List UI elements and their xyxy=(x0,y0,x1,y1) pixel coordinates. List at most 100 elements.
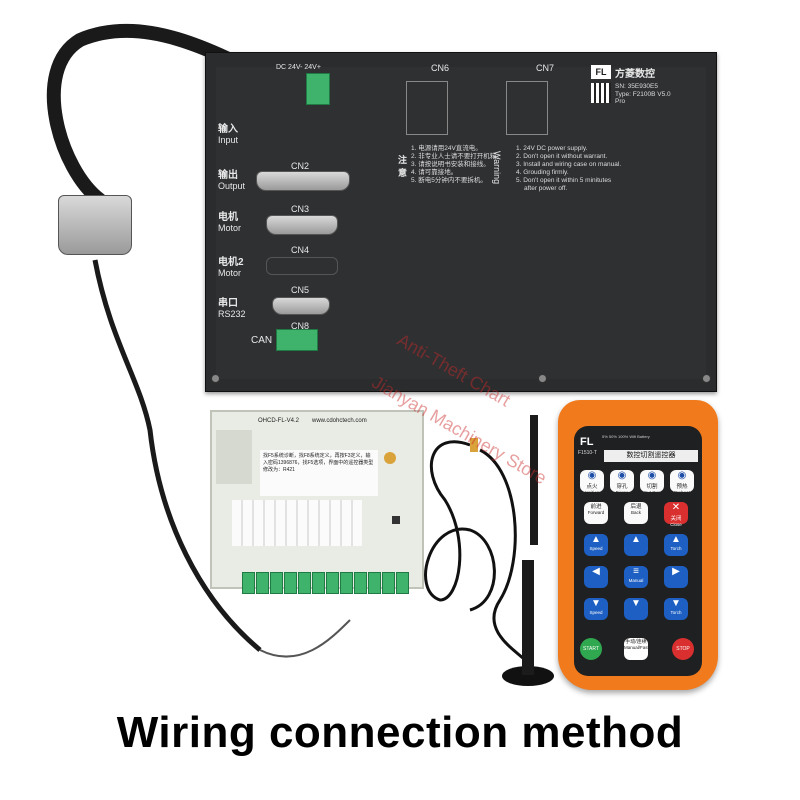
cn2-db25-port[interactable] xyxy=(256,171,350,191)
remote-button[interactable]: ▼Speed xyxy=(584,598,608,620)
remote-button-glyph: ▼ xyxy=(671,598,681,609)
brand-text: 方菱数控 xyxy=(615,69,655,80)
cn6-terminal-labels xyxy=(406,81,448,135)
remote-button-label-en: Forward xyxy=(587,510,605,515)
antenna-connector[interactable] xyxy=(384,452,396,464)
remote-button-glyph: ▶ xyxy=(672,566,680,577)
remote-status-leds: 5% 50% 100% Wifi Battery xyxy=(602,434,650,439)
remote-button-glyph: ▲ xyxy=(671,534,681,545)
remote-logo: FL xyxy=(580,436,594,448)
board-instruction-sticker: 找F5系统诊断，找F8系统定义，再按F3定义，输入密码1396876，找F5选项… xyxy=(260,450,378,496)
stop-button[interactable]: STOP xyxy=(672,638,694,660)
remote-button-label-en: Preheat xyxy=(674,490,690,495)
remote-button-glyph: ◉ xyxy=(617,470,627,481)
remote-button-glyph: ▼ xyxy=(631,598,641,609)
remote-button-glyph: ≡ xyxy=(633,566,639,577)
remote-button-label: 点火 xyxy=(586,484,598,490)
remote-button[interactable]: ▲Speed xyxy=(584,534,608,556)
qr-code-icon xyxy=(591,83,611,103)
remote-button-label-en: Manual xyxy=(628,578,644,583)
remote-button[interactable]: ▶ xyxy=(664,566,688,588)
cn5-db9-port[interactable] xyxy=(272,297,330,315)
remote-button-label: 后退 xyxy=(630,504,642,510)
model-type: Type: F2100B V5.0 xyxy=(615,91,671,98)
manual-fast-button[interactable]: 手动/连续 Manual/Fast xyxy=(624,638,649,660)
caption-title: Wiring connection method xyxy=(116,708,684,757)
remote-button-label-en: Close xyxy=(670,522,682,527)
remote-button-label-en: Pierce xyxy=(615,490,629,495)
screw-icon xyxy=(211,374,220,383)
remote-button-glyph: ✕ xyxy=(671,502,681,513)
screw-icon xyxy=(538,374,547,383)
can-label: CAN xyxy=(251,335,273,346)
remote-button-label: 前进 xyxy=(590,504,602,510)
port-cn6-label: CN6 xyxy=(431,63,450,73)
remote-button-glyph: ◉ xyxy=(677,470,687,481)
board-website: www.cdohctech.com xyxy=(312,418,367,424)
remote-button-glyph: ◉ xyxy=(587,470,597,481)
remote-button-label-en: Speed xyxy=(589,546,603,551)
remote-button-label: 预热 xyxy=(676,484,688,490)
board-bottom-terminals xyxy=(242,572,409,594)
remote-button[interactable]: ▲Torch xyxy=(664,534,688,556)
dc-terminal-block[interactable] xyxy=(306,73,330,105)
remote-button-label: 关闭 xyxy=(670,516,682,522)
board-reset-button[interactable] xyxy=(392,516,400,524)
port-cn4-label: CN4 xyxy=(291,245,310,255)
screw-icon xyxy=(702,374,711,383)
port-cn2-label: CN2 xyxy=(291,161,310,171)
remote-button[interactable]: ◀ xyxy=(584,566,608,588)
remote-button-label-en: Torch xyxy=(670,610,682,615)
cn4-blank-port xyxy=(266,257,338,275)
board-instruction-text: 找F5系统诊断，找F8系统定义，再按F3定义，输入密码1396876，找F5选项… xyxy=(263,453,374,473)
remote-button-glyph: ▲ xyxy=(631,534,641,545)
remote-button[interactable]: ▼Torch xyxy=(664,598,688,620)
remote-button-glyph: ◉ xyxy=(647,470,657,481)
warning-en-list: 1. 24V DC power supply. 2. Don't open it… xyxy=(516,145,622,192)
cnc-controller-panel: DC 24V- 24V+ CN6 CN7 FL 方菱数控 SN: 35E930E… xyxy=(205,52,717,392)
port-cn7-label: CN7 xyxy=(536,63,555,73)
serial-number: SN: 35E930E5 xyxy=(615,83,659,90)
remote-button-label-en: Speed xyxy=(589,610,603,615)
cn3-db15-port[interactable] xyxy=(266,215,338,235)
remote-button[interactable]: ≡Manual xyxy=(624,566,648,588)
relay-interface-board: OHCD-FL-V4.2 www.cdohctech.com 找F5系统诊断，找… xyxy=(210,410,424,594)
dc-power-label: DC 24V- 24V+ xyxy=(276,64,321,71)
board-model-label: OHCD-FL-V4.2 xyxy=(258,418,300,424)
cn8-can-terminal[interactable] xyxy=(276,329,318,351)
remote-button-label: 穿孔 xyxy=(616,484,628,490)
remote-button-glyph: ▲ xyxy=(591,534,601,545)
brand-sticker: FL 方菱数控 SN: 35E930E5 Type: F2100B V5.0 P… xyxy=(591,63,701,105)
motor-label: 电机 Motor xyxy=(218,212,242,234)
relay-channel-labels xyxy=(232,500,362,546)
remote-button[interactable]: ▲ xyxy=(624,534,648,556)
board-top-terminal xyxy=(216,430,252,484)
remote-button-glyph: ▼ xyxy=(591,598,601,609)
output-label: 输出 Output xyxy=(218,170,246,192)
remote-button-label-en: Back xyxy=(630,510,641,515)
wireless-remote-pendant: FL F1510-T 5% 50% 100% Wifi Battery 数控切割… xyxy=(558,400,718,690)
serial-port-label: 串口 RS232 xyxy=(218,298,246,320)
motor2-label: 电机2 Motor xyxy=(218,257,244,279)
remote-button[interactable]: ▼ xyxy=(624,598,648,620)
remote-button-glyph: ◀ xyxy=(592,566,600,577)
input-label: 输入 Input xyxy=(218,124,239,146)
notice-title: 注意 xyxy=(398,155,408,178)
remote-face: FL F1510-T 5% 50% 100% Wifi Battery 数控切割… xyxy=(574,426,702,676)
fl-logo-icon: FL xyxy=(591,65,611,79)
start-button[interactable]: START xyxy=(580,638,602,660)
db-connector-hood xyxy=(58,195,132,255)
remote-button-label: 切割 xyxy=(646,484,658,490)
remote-title: 数控切割遥控器 xyxy=(604,450,698,462)
port-cn8-label: CN8 xyxy=(291,321,310,331)
cn7-terminal-labels xyxy=(506,81,548,135)
port-cn3-label: CN3 xyxy=(291,204,310,214)
remote-button-label-en: Cut Oxy xyxy=(643,490,661,495)
